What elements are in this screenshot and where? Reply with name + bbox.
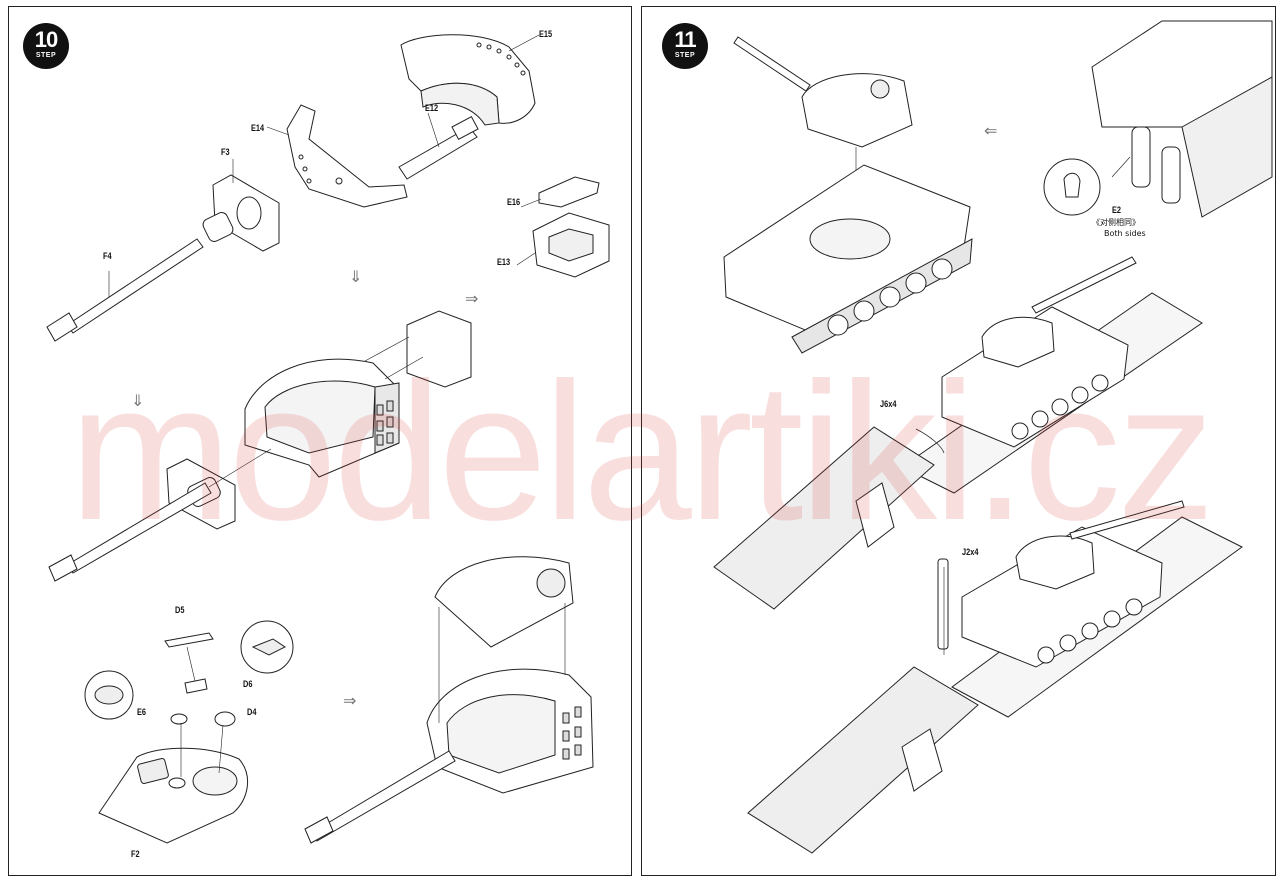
turret-drawing: [733, 36, 913, 221]
label-j6: J6x4: [880, 399, 897, 409]
label-e13: E13: [497, 257, 511, 267]
step-badge: 10 STEP: [23, 23, 69, 69]
label-e2: E2: [1112, 205, 1122, 215]
label-e12: E12: [425, 103, 439, 113]
lower-transporter-drawing: [747, 500, 1243, 854]
turret-front-assembly-drawing: [48, 310, 472, 582]
turret-roof-assembly-drawing: [84, 620, 294, 844]
label-f3: F3: [221, 147, 230, 157]
label-d4: D4: [247, 707, 257, 717]
upper-transporter-drawing: [713, 256, 1203, 610]
step-11-drawing: [713, 20, 1273, 854]
label-e14: E14: [251, 123, 265, 133]
label-e15: E15: [539, 29, 553, 39]
step-10-drawing: [46, 34, 610, 844]
part-e16-e13-drawing: [516, 176, 610, 278]
label-e6: E6: [137, 707, 147, 717]
part-e15-drawing: [400, 34, 540, 126]
step-number: 11: [674, 27, 696, 52]
part-e14-drawing: [266, 104, 408, 208]
transporter-detail-drawing: [1043, 20, 1273, 218]
part-e12-drawing: [398, 112, 479, 180]
part-f4-drawing: [46, 238, 204, 342]
turret-assembled-drawing: [304, 556, 594, 844]
down-arrow-icon: ⇓: [349, 269, 363, 286]
instruction-page-step-10: 10 STEP: [8, 6, 632, 876]
note-en: Both sides: [1104, 229, 1146, 238]
label-f2: F2: [131, 849, 140, 859]
right-arrow-icon: ⇒: [343, 693, 357, 710]
label-f4: F4: [103, 251, 112, 261]
step-label: STEP: [674, 52, 696, 59]
step-badge: 11 STEP: [662, 23, 708, 69]
label-e16: E16: [507, 197, 521, 207]
right-arrow-icon: ⇒: [465, 291, 479, 308]
instruction-page-step-11: 11 STEP: [641, 6, 1276, 876]
step-number: 10: [34, 27, 58, 52]
step-label: STEP: [35, 52, 57, 59]
label-d6: D6: [243, 679, 253, 689]
label-d5: D5: [175, 605, 185, 615]
tank-hull-drawing: [723, 164, 973, 354]
part-f3-drawing: [202, 159, 280, 252]
label-j2: J2x4: [962, 547, 979, 557]
left-arrow-icon: ⇐: [984, 123, 998, 140]
note-cn: 《对侧相同》: [1092, 218, 1140, 227]
down-arrow-icon: ⇓: [131, 393, 145, 410]
